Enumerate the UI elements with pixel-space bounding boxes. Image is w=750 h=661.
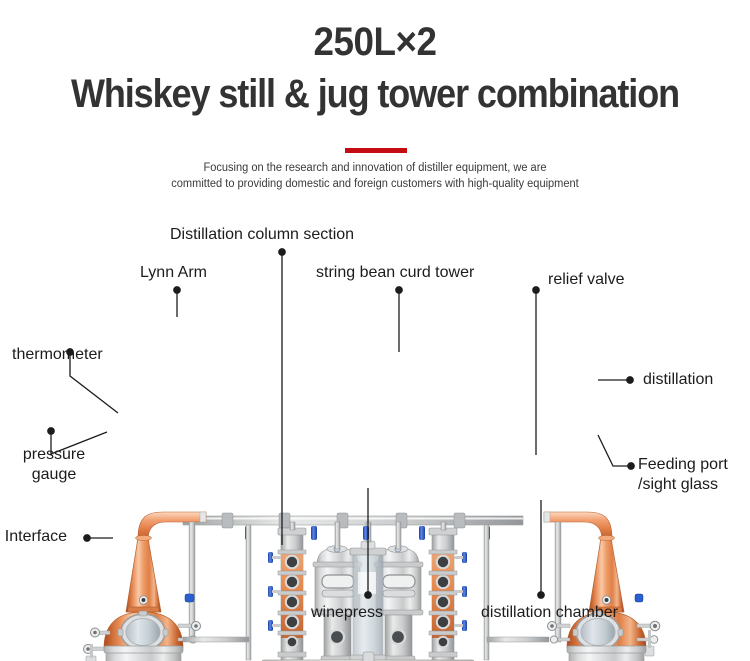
label-pressure-gauge-line-2: gauge <box>31 466 77 483</box>
label-distillation: distillation <box>643 371 714 388</box>
label-pressure-gauge: pressure gauge <box>8 445 100 485</box>
left-still-instruments <box>83 627 111 661</box>
right-pot-still: 弄简仁 Distillery <box>543 511 661 661</box>
equipment-diagram: 弄简仁 Distillery <box>0 200 750 661</box>
label-winepress: winepress <box>311 604 384 621</box>
label-feeding-port-sight-glass: Feeding port /sight glass <box>638 455 728 495</box>
plated-column-left <box>268 527 307 661</box>
distillery-illustration: 弄简仁 Distillery <box>83 511 661 661</box>
label-feeding-port: Feeding port <box>638 456 728 473</box>
subtitle: Focusing on the research and innovation … <box>15 160 735 192</box>
left-pot-still: 弄简仁 Distillery <box>83 511 207 661</box>
label-distillation-column-section: Distillation column section <box>170 226 355 243</box>
subtitle-line-2: committed to providing domestic and fore… <box>171 178 579 190</box>
label-string-bean-curd-tower: string bean curd tower <box>316 264 475 281</box>
center-sight-column <box>349 540 387 661</box>
center-column-assembly <box>182 521 550 661</box>
label-distillation-chamber: distillation chamber <box>481 604 618 621</box>
subtitle-line-1: Focusing on the research and innovation … <box>203 162 547 174</box>
right-still-left-fittings <box>547 621 571 644</box>
jug-tower-right <box>373 545 424 661</box>
title-underline-rule <box>345 148 407 153</box>
winepress-head <box>362 651 375 661</box>
plated-column-right <box>428 527 467 661</box>
label-relief-valve: relief valve <box>548 271 625 288</box>
header: 250L×2 Whiskey still & jug tower combina… <box>0 0 750 200</box>
label-lynn-arm: Lynn Arm <box>140 264 207 281</box>
label-pressure-gauge-line-1: pressure <box>22 446 86 463</box>
top-manifold-pipe <box>182 512 524 529</box>
label-interface: r Interface <box>0 528 68 545</box>
page-title-line-2: Whiskey still & jug tower combination <box>70 72 680 116</box>
page-title-line-1: 250L×2 <box>313 20 437 64</box>
label-sight-glass: /sight glass <box>638 476 719 493</box>
label-thermometer: thermometer <box>12 346 103 363</box>
